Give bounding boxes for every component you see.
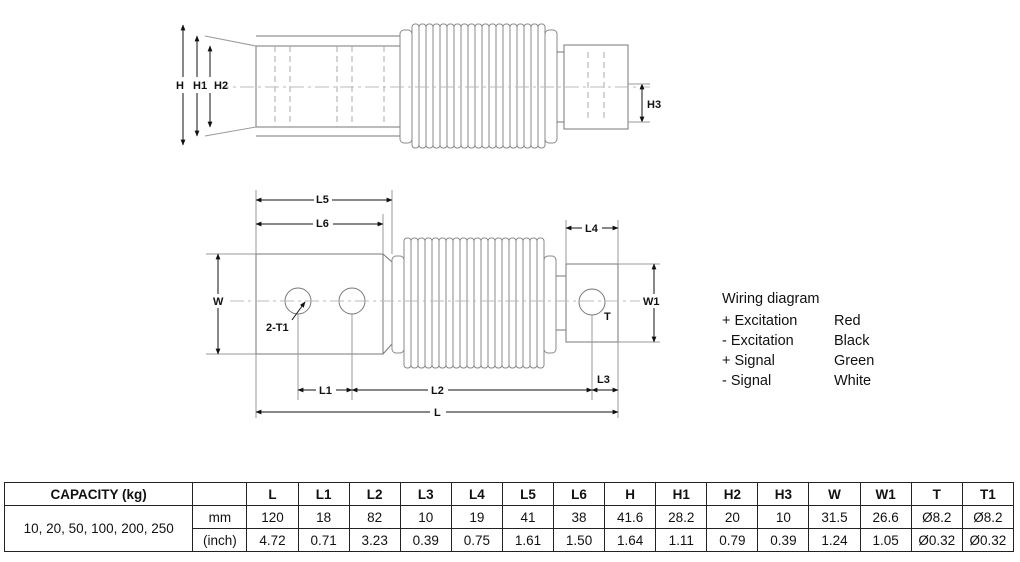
wiring-color: White: [834, 373, 872, 389]
value-cell: 3.23: [348, 528, 401, 552]
column-header: L6: [553, 482, 606, 506]
unit-header: [192, 482, 248, 506]
wiring-signal: - Excitation: [722, 333, 794, 349]
dim-label-w: W: [213, 296, 224, 308]
column-header: L: [246, 482, 299, 506]
value-cell: 82: [348, 505, 401, 529]
dim-label-l6: L6: [316, 218, 329, 230]
value-cell: 1.64: [604, 528, 657, 552]
value-cell: 1.11: [655, 528, 708, 552]
dim-label-w1: W1: [643, 296, 660, 308]
spec-row-mm: 10, 20, 50, 100, 200, 250 mm 120 18 82 1…: [3, 505, 1015, 552]
value-cell: 0.79: [706, 528, 759, 552]
column-header: H3: [757, 482, 810, 506]
value-cell: 1.50: [553, 528, 606, 552]
column-header: H: [604, 482, 657, 506]
wiring-row: + Signal Green: [722, 351, 874, 371]
spec-header-row: CAPACITY (kg) L L1 L2 L3 L4 L5 L6 H H1 H…: [3, 482, 1015, 506]
value-cell: 1.24: [808, 528, 861, 552]
value-cell: 0.75: [450, 528, 503, 552]
value-cell: 1.05: [859, 528, 912, 552]
value-cell: 26.6: [859, 505, 912, 529]
value-cell: 41: [501, 505, 555, 529]
value-cell: 10: [757, 505, 810, 529]
dim-label-h: H: [176, 80, 184, 92]
value-cell: Ø8.2: [961, 505, 1015, 529]
value-cell: 4.72: [246, 528, 299, 552]
value-cell: 0.39: [757, 528, 810, 552]
value-cell: Ø8.2: [910, 505, 963, 529]
column-header: H2: [706, 482, 759, 506]
column-header: T: [910, 482, 963, 506]
wiring-diagram: Wiring diagram + Excitation Red - Excita…: [722, 289, 874, 391]
unit-cell: (inch): [192, 528, 248, 552]
dim-label-t: T: [604, 311, 611, 323]
unit-cell: mm: [192, 505, 248, 529]
value-cell: Ø0.32: [910, 528, 963, 552]
value-cell: 28.2: [655, 505, 708, 529]
top-dimensions: [180, 24, 650, 146]
column-header: L4: [450, 482, 503, 506]
spec-row-inch: (inch) 4.72 0.71 3.23 0.39 0.75 1.61 1.5…: [5, 528, 1015, 552]
dim-label-l1: L1: [319, 385, 332, 397]
value-cell: Ø0.32: [961, 528, 1015, 552]
wiring-signal: - Signal: [722, 373, 772, 389]
value-cell: 1.61: [501, 528, 555, 552]
side-view: [230, 237, 640, 369]
wiring-title: Wiring diagram: [722, 291, 820, 307]
value-cell: 0.39: [399, 528, 452, 552]
dim-label-l3: L3: [597, 374, 610, 386]
spec-table: CAPACITY (kg) L L1 L2 L3 L4 L5 L6 H H1 H…: [3, 482, 1015, 552]
value-cell: 120: [246, 505, 299, 529]
load-cell-drawing: H H1 H2 H3: [176, 23, 662, 419]
value-cell: 20: [706, 505, 759, 529]
value-cell: 18: [297, 505, 350, 529]
value-cell: 41.6: [604, 505, 657, 529]
value-cell: 19: [450, 505, 503, 529]
dim-label-h1: H1: [193, 80, 207, 92]
wiring-row: - Signal White: [722, 371, 874, 391]
column-header: H1: [655, 482, 708, 506]
capacity-values: 10, 20, 50, 100, 200, 250: [3, 505, 194, 552]
dim-label-l: L: [434, 407, 441, 419]
value-cell: 31.5: [808, 505, 861, 529]
dim-label-h3: H3: [647, 99, 661, 111]
column-header: L2: [348, 482, 401, 506]
column-header: L1: [297, 482, 350, 506]
dim-label-l4: L4: [585, 223, 599, 235]
wiring-color: Green: [834, 353, 875, 369]
top-bellows: [399, 23, 558, 149]
column-header: W1: [859, 482, 912, 506]
dim-label-l2: L2: [431, 385, 444, 397]
side-left-block: [255, 253, 393, 355]
column-header: L5: [501, 482, 555, 506]
value-cell: 0.71: [297, 528, 350, 552]
dim-label-h2: H2: [214, 80, 228, 92]
wiring-row: - Excitation Black: [722, 331, 874, 351]
value-cell: 38: [553, 505, 606, 529]
column-header: W: [808, 482, 861, 506]
hole-t: [578, 288, 606, 316]
value-cell: 10: [399, 505, 452, 529]
wiring-color: Red: [834, 313, 861, 329]
top-view: [190, 23, 650, 149]
column-header: L3: [399, 482, 452, 506]
column-header: T1: [961, 482, 1015, 506]
wiring-row: + Excitation Red: [722, 311, 874, 331]
wiring-signal: + Signal: [722, 353, 775, 369]
capacity-header: CAPACITY (kg): [3, 482, 194, 506]
dim-label-2t1: 2-T1: [266, 322, 289, 334]
wiring-signal: + Excitation: [722, 313, 798, 329]
dim-label-l5: L5: [316, 194, 329, 206]
wiring-color: Black: [834, 333, 870, 349]
side-bellows: [391, 237, 557, 369]
